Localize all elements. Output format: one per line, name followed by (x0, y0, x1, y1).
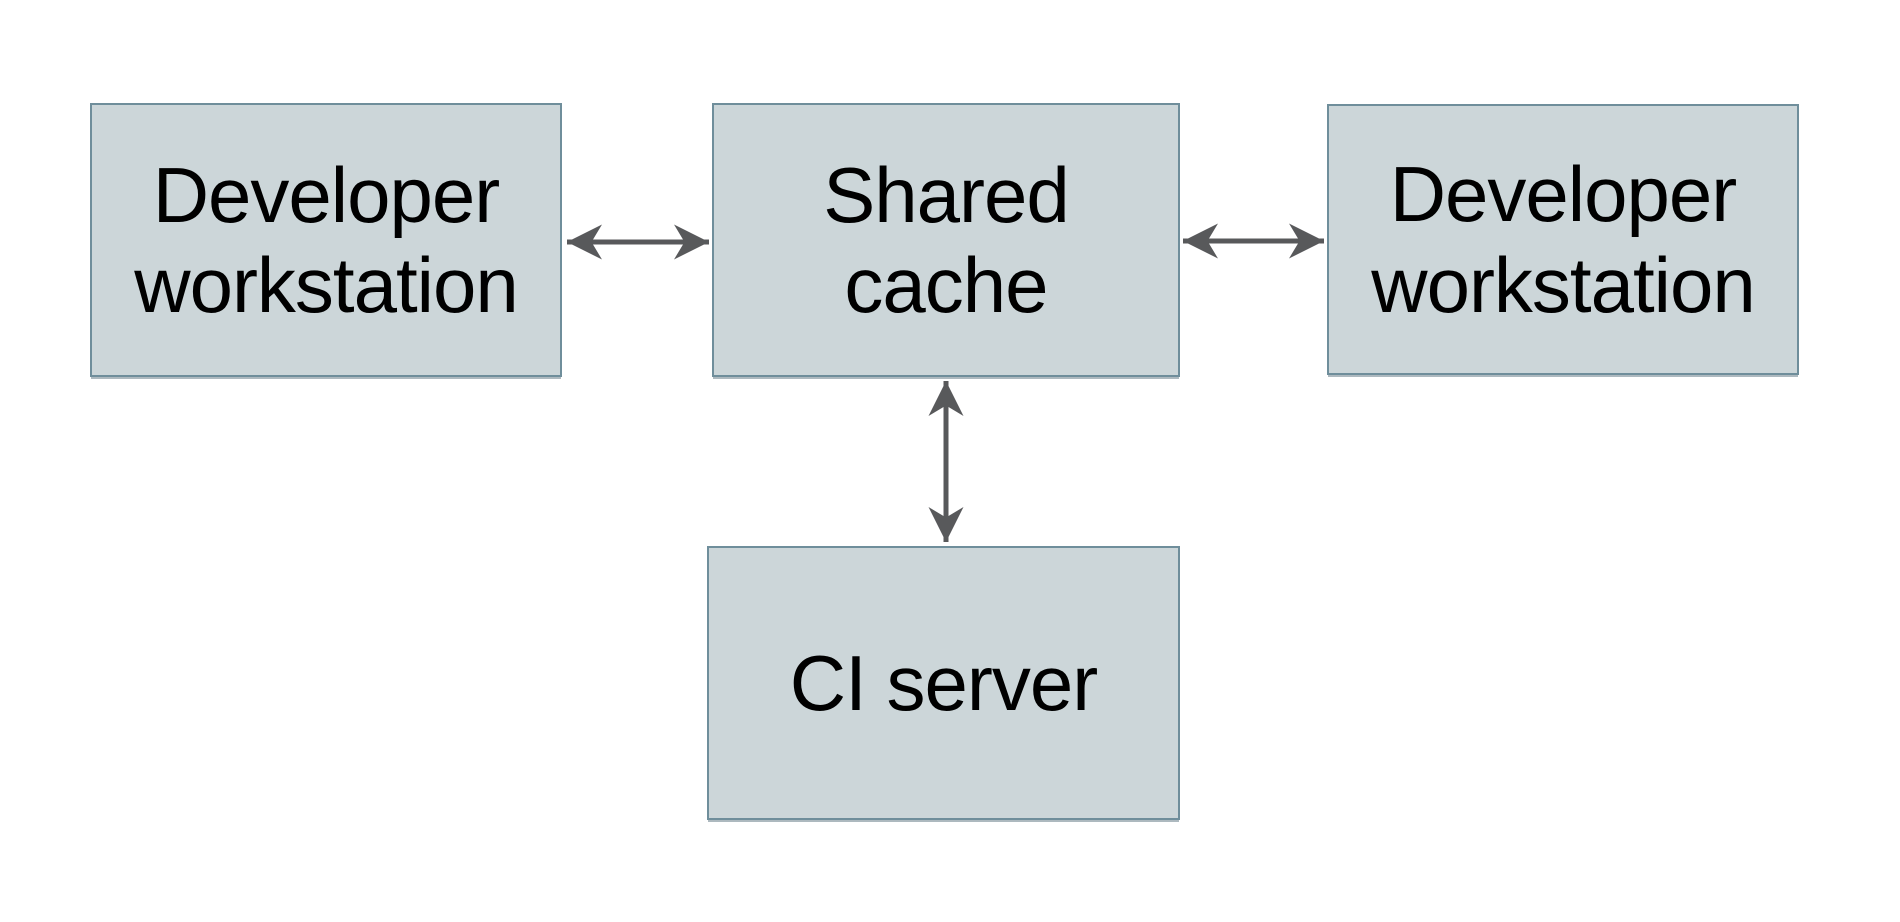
node-developer-workstation-left: Developer workstation (90, 103, 562, 377)
node-developer-workstation-right: Developer workstation (1327, 104, 1799, 375)
node-shared-cache-label: Shared cache (823, 150, 1070, 329)
node-ci-server: CI server (707, 546, 1180, 820)
node-developer-workstation-right-label: Developer workstation (1371, 150, 1755, 329)
node-shared-cache: Shared cache (712, 103, 1180, 377)
node-developer-workstation-left-label: Developer workstation (134, 150, 518, 329)
node-ci-server-label: CI server (789, 638, 1098, 727)
